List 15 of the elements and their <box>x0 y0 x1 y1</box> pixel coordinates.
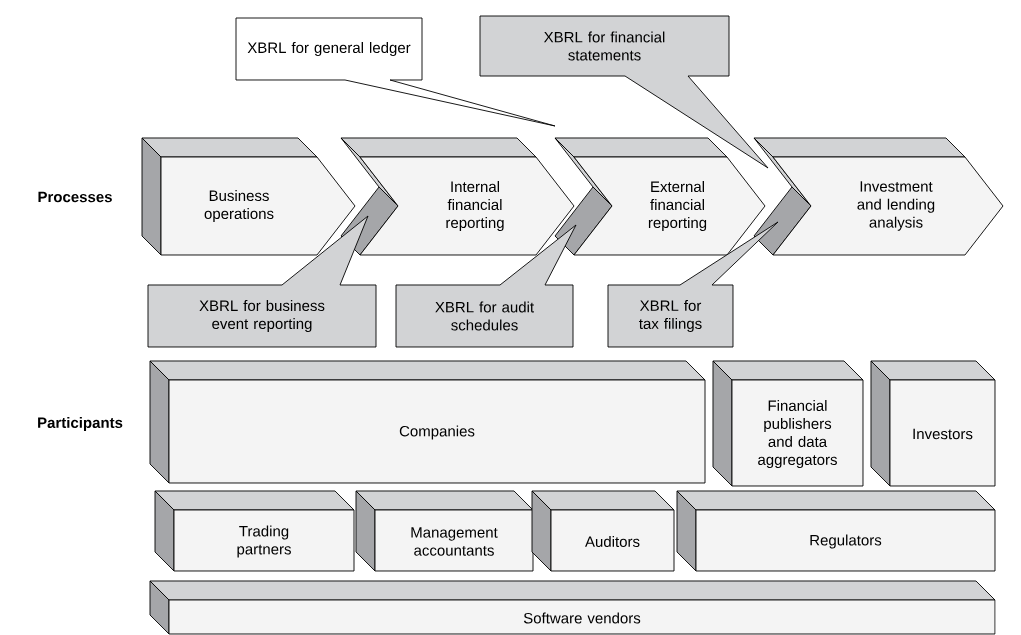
block: Companies <box>149 360 706 484</box>
block: Software vendors <box>149 580 996 635</box>
block: Trading partners <box>154 490 355 572</box>
process-box: Investment and lending analysis <box>753 137 1004 256</box>
process-box: External financial reporting <box>554 137 766 256</box>
block: Auditors <box>531 490 675 572</box>
callout-box: XBRL for financial statements <box>479 15 769 169</box>
block: Financial publishers and data aggregators <box>712 360 864 487</box>
block: Investors <box>870 360 996 487</box>
row-label: Processes <box>38 191 112 203</box>
row-label: Participants <box>38 417 123 431</box>
process-box: Internal financial reporting <box>340 137 575 256</box>
process-box: Business operations <box>141 137 356 256</box>
block: Management accountants <box>355 490 534 572</box>
block: Regulators <box>676 490 996 572</box>
